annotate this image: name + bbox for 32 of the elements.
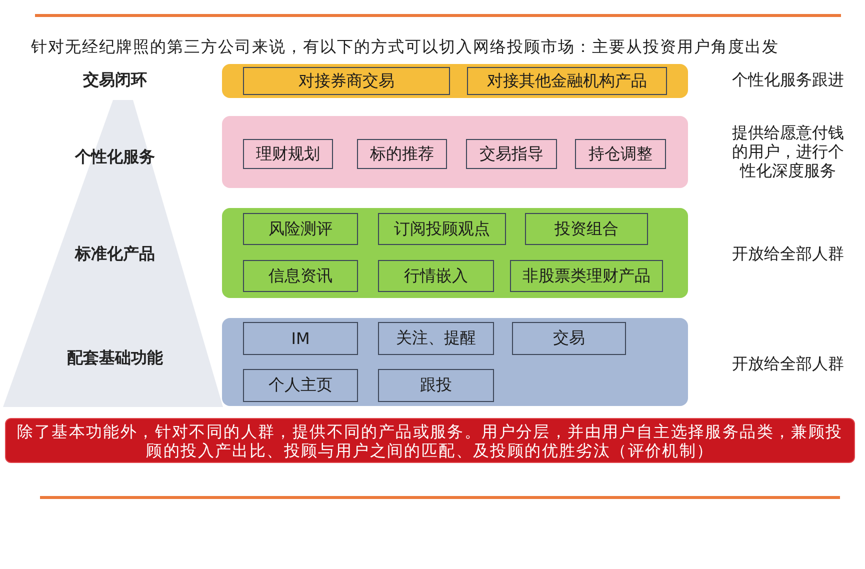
layer-panel <box>222 208 688 298</box>
title-text: 针对无经纪牌照的第三方公司来说，有以下的方式可以切入网络投顾市场：主要从投资用户角度出发 <box>31 37 779 58</box>
feature-tile: 订阅投顾观点 <box>378 213 506 245</box>
feature-tile: 标的推荐 <box>357 139 447 169</box>
feature-tile: 交易指导 <box>466 139 557 169</box>
feature-tile: 持仓调整 <box>575 139 666 169</box>
feature-tile: 非股票类理财产品 <box>510 260 663 292</box>
layer-label: 个性化服务 <box>74 147 156 167</box>
layer-panel <box>222 64 688 98</box>
layer-label: 标准化产品 <box>74 244 156 264</box>
feature-tile: 对接其他金融机构产品 <box>467 67 667 95</box>
feature-tile: 风险测评 <box>243 213 358 245</box>
feature-tile: 对接券商交易 <box>243 67 450 95</box>
feature-tile: 交易 <box>512 322 626 355</box>
feature-tile: 跟投 <box>378 369 494 402</box>
feature-tile: 个人主页 <box>243 369 358 402</box>
audience-note: 个性化服务跟进 <box>731 70 845 90</box>
feature-tile: IM <box>243 322 358 355</box>
audience-note: 开放给全部人群 <box>731 244 845 264</box>
pyramid-shape <box>3 70 223 407</box>
layer-label: 交易闭环 <box>82 70 148 90</box>
layer-panel <box>222 116 688 188</box>
feature-tile: 行情嵌入 <box>378 260 494 292</box>
layer-panel <box>222 318 688 406</box>
summary-banner: 除了基本功能外，针对不同的人群，提供不同的产品或服务。用户分层，并由用户自主选择服务品类，兼顾投顾的投入产出比、投顾与用户之间的匹配、及投顾的优胜劣汰（评价机制） <box>5 418 855 463</box>
feature-tile: 关注、提醒 <box>378 322 494 355</box>
feature-tile: 投资组合 <box>525 213 648 245</box>
feature-tile: 信息资讯 <box>243 260 358 292</box>
layer-label: 配套基础功能 <box>66 348 164 368</box>
audience-note: 开放给全部人群 <box>731 354 845 374</box>
feature-tile: 理财规划 <box>243 139 333 169</box>
audience-note: 提供给愿意付钱的用户，进行个性化深度服务 <box>731 123 845 182</box>
